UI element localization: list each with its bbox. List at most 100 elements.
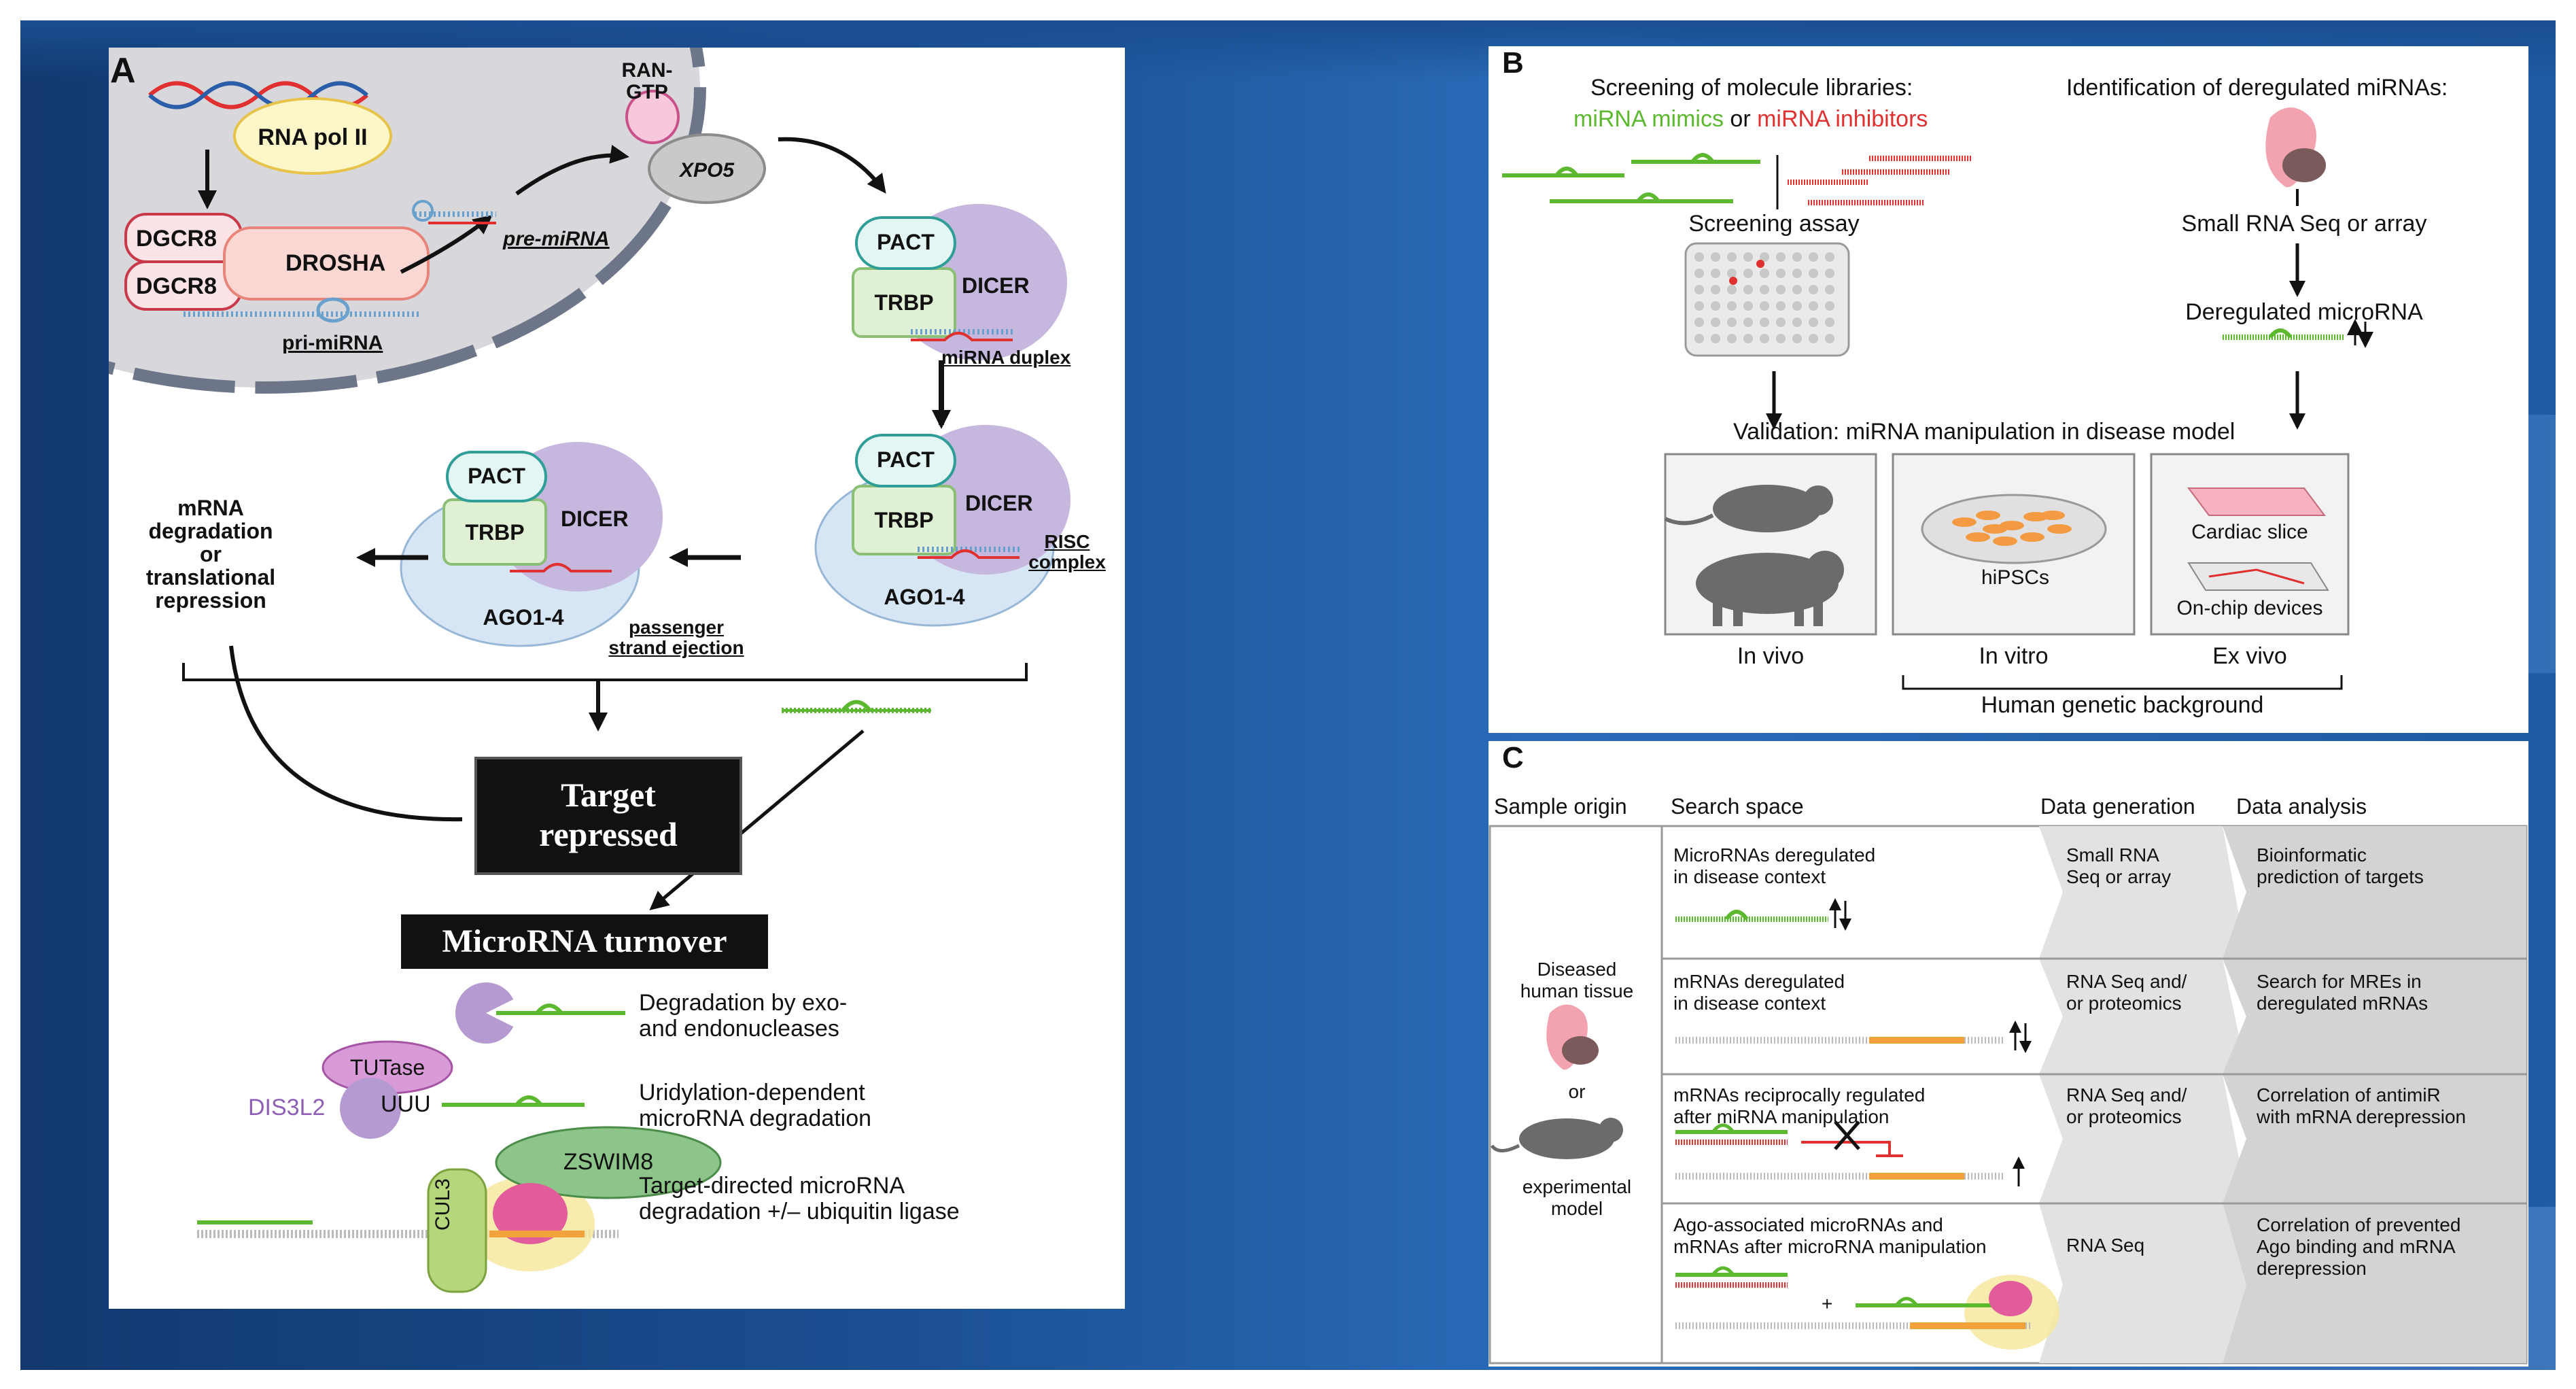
cardiac-slice-label: Cardiac slice [2191, 521, 2308, 543]
panel-c-letter: C [1502, 741, 1524, 774]
plate-well [1727, 285, 1737, 294]
plate-well [1711, 318, 1720, 327]
in-vivo-label: In vivo [1737, 643, 1805, 669]
plate-well [1694, 269, 1704, 278]
microrna-turnover-box [401, 914, 768, 969]
trbp-label-3: TRBP [465, 520, 525, 545]
plate-well [1825, 252, 1834, 262]
ex-vivo-label: Ex vivo [2212, 643, 2287, 669]
plate-well [1711, 269, 1720, 278]
plate-well [1825, 334, 1834, 343]
panel-a-letter: A [110, 51, 136, 90]
plate-well [1792, 269, 1802, 278]
screening-plate [1684, 242, 1850, 357]
in-vitro-label: In vitro [1979, 643, 2049, 669]
drosha-label: DROSHA [285, 250, 386, 276]
or-label: or [1723, 106, 1758, 132]
row1-analysis: Bioinformatic prediction of targets [2257, 844, 2424, 887]
row4-analysis: Correlation of prevented Ago binding and… [2257, 1214, 2461, 1279]
small-rna-label: Small RNA Seq or array [2181, 211, 2427, 237]
plate-well [1776, 252, 1786, 262]
plate-well [1792, 285, 1802, 294]
human-background-label: Human genetic background [1981, 692, 2264, 718]
panel-a-graphics [109, 48, 1071, 1293]
panel-c: C Sample origin Search space Data genera… [1489, 741, 2528, 1367]
ago-label-3: AGO1-4 [483, 605, 564, 630]
plate-well [1809, 318, 1818, 327]
pri-mirna-label: pri-miRNA [282, 332, 383, 354]
plate-well [1694, 252, 1704, 262]
zswim8-label: ZSWIM8 [563, 1149, 654, 1175]
header-search-space: Search space [1671, 794, 1804, 819]
pact-label-2: PACT [877, 447, 935, 472]
plate-well [1727, 269, 1737, 278]
ran-gtp [625, 90, 680, 144]
origin-or-label: or [1568, 1081, 1586, 1102]
deregulated-label: Deregulated microRNA [2185, 299, 2423, 325]
plate-well [1776, 301, 1786, 311]
plate-well [1743, 318, 1753, 327]
plate-well [1760, 301, 1769, 311]
plate-well [1711, 252, 1720, 262]
plate-well [1727, 318, 1737, 327]
plate-well [1809, 334, 1818, 343]
identification-title: Identification of deregulated miRNAs: [2066, 75, 2448, 101]
screening-title: Screening of molecule libraries: [1590, 75, 1913, 101]
plate-well [1743, 334, 1753, 343]
mirna-duplex-label: miRNA duplex [941, 347, 1071, 368]
plate-well [1727, 301, 1737, 311]
on-chip-label: On-chip devices [2176, 597, 2323, 619]
uuu-label: UUU [381, 1091, 431, 1117]
plate-well [1776, 318, 1786, 327]
dicer-label-1: DICER [962, 273, 1030, 298]
plate-well [1743, 301, 1753, 311]
degradation-exo-label: Degradation by exo- and endonucleases [639, 990, 848, 1042]
cul3-label: CUL3 [432, 1178, 454, 1231]
ex-vivo-box [2150, 453, 2350, 636]
plate-well [1825, 269, 1834, 278]
target-repressed-box [474, 757, 742, 875]
tutase-label: TUTase [349, 1055, 425, 1080]
dis3l2-label: DIS3L2 [248, 1095, 326, 1120]
ran-gtp-label: RAN- GTP [621, 59, 673, 103]
passenger-strand-label: passenger strand ejection [608, 617, 744, 658]
pact-label-3: PACT [468, 464, 525, 488]
plate-well [1776, 285, 1786, 294]
plate-well [1743, 269, 1753, 278]
row1-search: MicroRNAs deregulated in disease context [1673, 844, 1876, 887]
plate-well [1711, 285, 1720, 294]
row4-search: Ago-associated microRNAs and mRNAs after… [1673, 1214, 1987, 1257]
panel-b: B Screening of molecule libraries: miRNA… [1489, 46, 2528, 733]
header-data-generation: Data generation [2040, 794, 2195, 819]
plate-well [1825, 318, 1834, 327]
plate-well [1792, 301, 1802, 311]
plate-well [1760, 334, 1769, 343]
row4-plus: + [1822, 1293, 1833, 1314]
plate-well [1760, 252, 1769, 262]
panel-b-letter: B [1502, 46, 1524, 80]
row1-generation: Small RNA Seq or array [2066, 844, 2172, 887]
dgcr8-label-2: DGCR8 [136, 273, 217, 299]
plate-well [1809, 252, 1818, 262]
plate-well [1694, 318, 1704, 327]
plate-well [1776, 269, 1786, 278]
trbp-label-1: TRBP [874, 290, 934, 315]
plate-well [1792, 334, 1802, 343]
plate-well [1727, 334, 1737, 343]
plate-well [1760, 285, 1769, 294]
row3-search: mRNAs reciprocally regulated after miRNA… [1673, 1084, 1926, 1127]
origin-top-label: Diseased human tissue [1520, 959, 1634, 1001]
plate-well [1809, 285, 1818, 294]
plate-well [1776, 334, 1786, 343]
origin-bottom-label: experimental model [1522, 1176, 1632, 1219]
inhibitors-label: miRNA inhibitors [1757, 106, 1928, 132]
xpo5 [648, 133, 766, 204]
dgcr8-label-1: DGCR8 [136, 226, 217, 252]
dicer-label-2: DICER [965, 491, 1033, 515]
xpo5-label: XPO5 [679, 159, 735, 182]
plate-well [1711, 301, 1720, 311]
pre-mirna-label: pre-miRNA [503, 228, 610, 250]
row2-analysis: Search for MREs in deregulated mRNAs [2257, 971, 2429, 1014]
header-sample-origin: Sample origin [1494, 794, 1627, 819]
uridylation-label: Uridylation-dependent microRNA degradati… [639, 1080, 872, 1131]
